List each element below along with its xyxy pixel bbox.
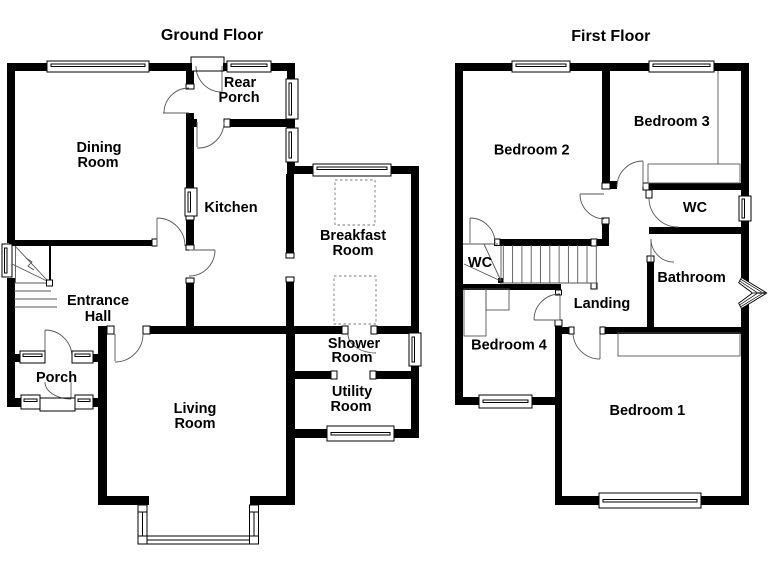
svg-text:Room: Room [332, 243, 373, 259]
svg-text:Utility: Utility [332, 384, 372, 400]
svg-text:Bedroom 1: Bedroom 1 [610, 403, 686, 419]
svg-text:Bedroom 4: Bedroom 4 [471, 338, 547, 354]
svg-text:Room: Room [331, 350, 372, 366]
svg-text:Hall: Hall [85, 309, 112, 325]
svg-text:Room: Room [330, 399, 371, 415]
svg-text:Kitchen: Kitchen [204, 200, 257, 216]
svg-text:Dining: Dining [76, 140, 121, 156]
svg-text:First Floor: First Floor [571, 28, 650, 45]
svg-text:WC: WC [468, 255, 493, 271]
svg-text:Bedroom 3: Bedroom 3 [634, 114, 710, 130]
svg-text:Room: Room [77, 155, 118, 171]
svg-text:Landing: Landing [574, 296, 630, 312]
svg-text:Shower: Shower [328, 336, 381, 352]
svg-text:Porch: Porch [218, 90, 259, 106]
svg-text:Porch: Porch [36, 370, 77, 386]
svg-text:Room: Room [174, 416, 215, 432]
svg-text:Breakfast: Breakfast [320, 228, 386, 244]
svg-text:Rear: Rear [224, 75, 257, 91]
svg-text:Bedroom 2: Bedroom 2 [494, 143, 570, 159]
svg-text:WC: WC [683, 200, 708, 216]
svg-text:Bathroom: Bathroom [657, 270, 725, 286]
svg-text:Ground Floor: Ground Floor [161, 27, 263, 44]
svg-text:Entrance: Entrance [67, 293, 129, 309]
svg-text:Living: Living [174, 401, 217, 417]
